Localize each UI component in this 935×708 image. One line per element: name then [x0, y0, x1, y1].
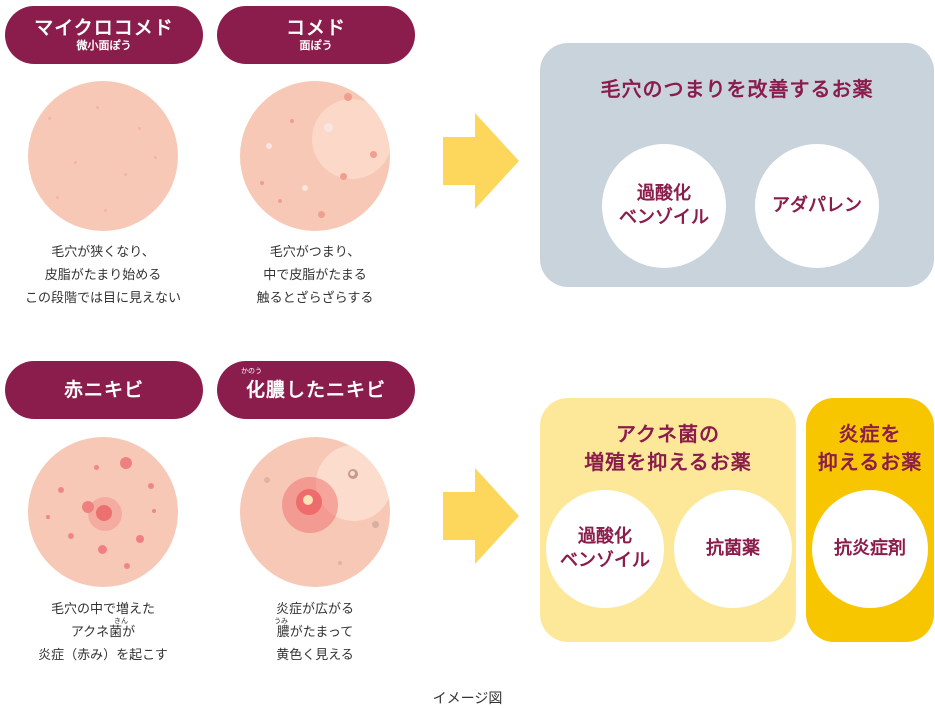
treatment-anti-inflammatory: 抗炎症剤 [812, 490, 928, 608]
ruby-kin: きん [114, 617, 128, 625]
stage-name: コメド [285, 17, 346, 39]
panel-title: アクネ菌の 増殖を抑えるお薬 [584, 422, 752, 474]
stage-sub: 微小面ぽう [76, 39, 132, 52]
stage-name: 化膿したニキビ [245, 379, 386, 401]
panel-inflammation-treatment: 炎症を 抑えるお薬 抗炎症剤 [806, 398, 934, 642]
caption-micro-comedo: 毛穴が狭くなり、 皮脂がたまり始める この段階では目に見えない [24, 245, 181, 306]
panel-pore-treatment: 毛穴のつまりを改善するお薬 過酸化 ベンゾイル アダパレン [540, 43, 934, 287]
caption-pustular-acne: 炎症が広がる 膿がたまって 黄色く見える [275, 602, 354, 663]
ruby-umi: うみ [274, 617, 288, 625]
arrow-right-icon [443, 468, 519, 564]
treatment-adapalene: アダパレン [755, 144, 879, 268]
skin-illustration-red-acne [28, 437, 178, 587]
footer-note: イメージ図 [432, 691, 503, 707]
stage-name: 赤ニキビ [63, 379, 144, 401]
stage-pill-red-acne: 赤ニキビ [5, 361, 203, 419]
caption-comedo: 毛穴がつまり、 中で皮脂がたまる 触るとざらざらする [256, 245, 374, 306]
skin-illustration-pustular-acne [240, 437, 390, 587]
caption-red-acne: 毛穴の中で増えた アクネ菌が 炎症（赤み）を起こす [38, 602, 168, 663]
treatment-benzoyl-peroxide: 過酸化 ベンゾイル [602, 144, 726, 268]
arrow-right-icon [443, 113, 519, 209]
treatment-antibiotic: 抗菌薬 [674, 490, 792, 608]
panel-title: 炎症を 抑えるお薬 [817, 422, 923, 474]
stage-pill-pustular-acne: 化膿したニキビ [217, 361, 415, 419]
stage-pill-micro-comedo: マイクロコメド 微小面ぽう [5, 6, 203, 64]
stage-sub: 面ぽう [299, 39, 333, 52]
treatment-benzoyl-peroxide: 過酸化 ベンゾイル [546, 490, 664, 608]
ruby-kanou: かのう [241, 367, 262, 375]
stage-name: マイクロコメド [34, 17, 174, 39]
skin-illustration-micro-comedo [28, 81, 178, 231]
skin-illustration-comedo [240, 81, 390, 231]
panel-title: 毛穴のつまりを改善するお薬 [600, 77, 874, 101]
panel-bacteria-treatment: アクネ菌の 増殖を抑えるお薬 過酸化 ベンゾイル 抗菌薬 [540, 398, 796, 642]
stage-pill-comedo: コメド 面ぽう [217, 6, 415, 64]
